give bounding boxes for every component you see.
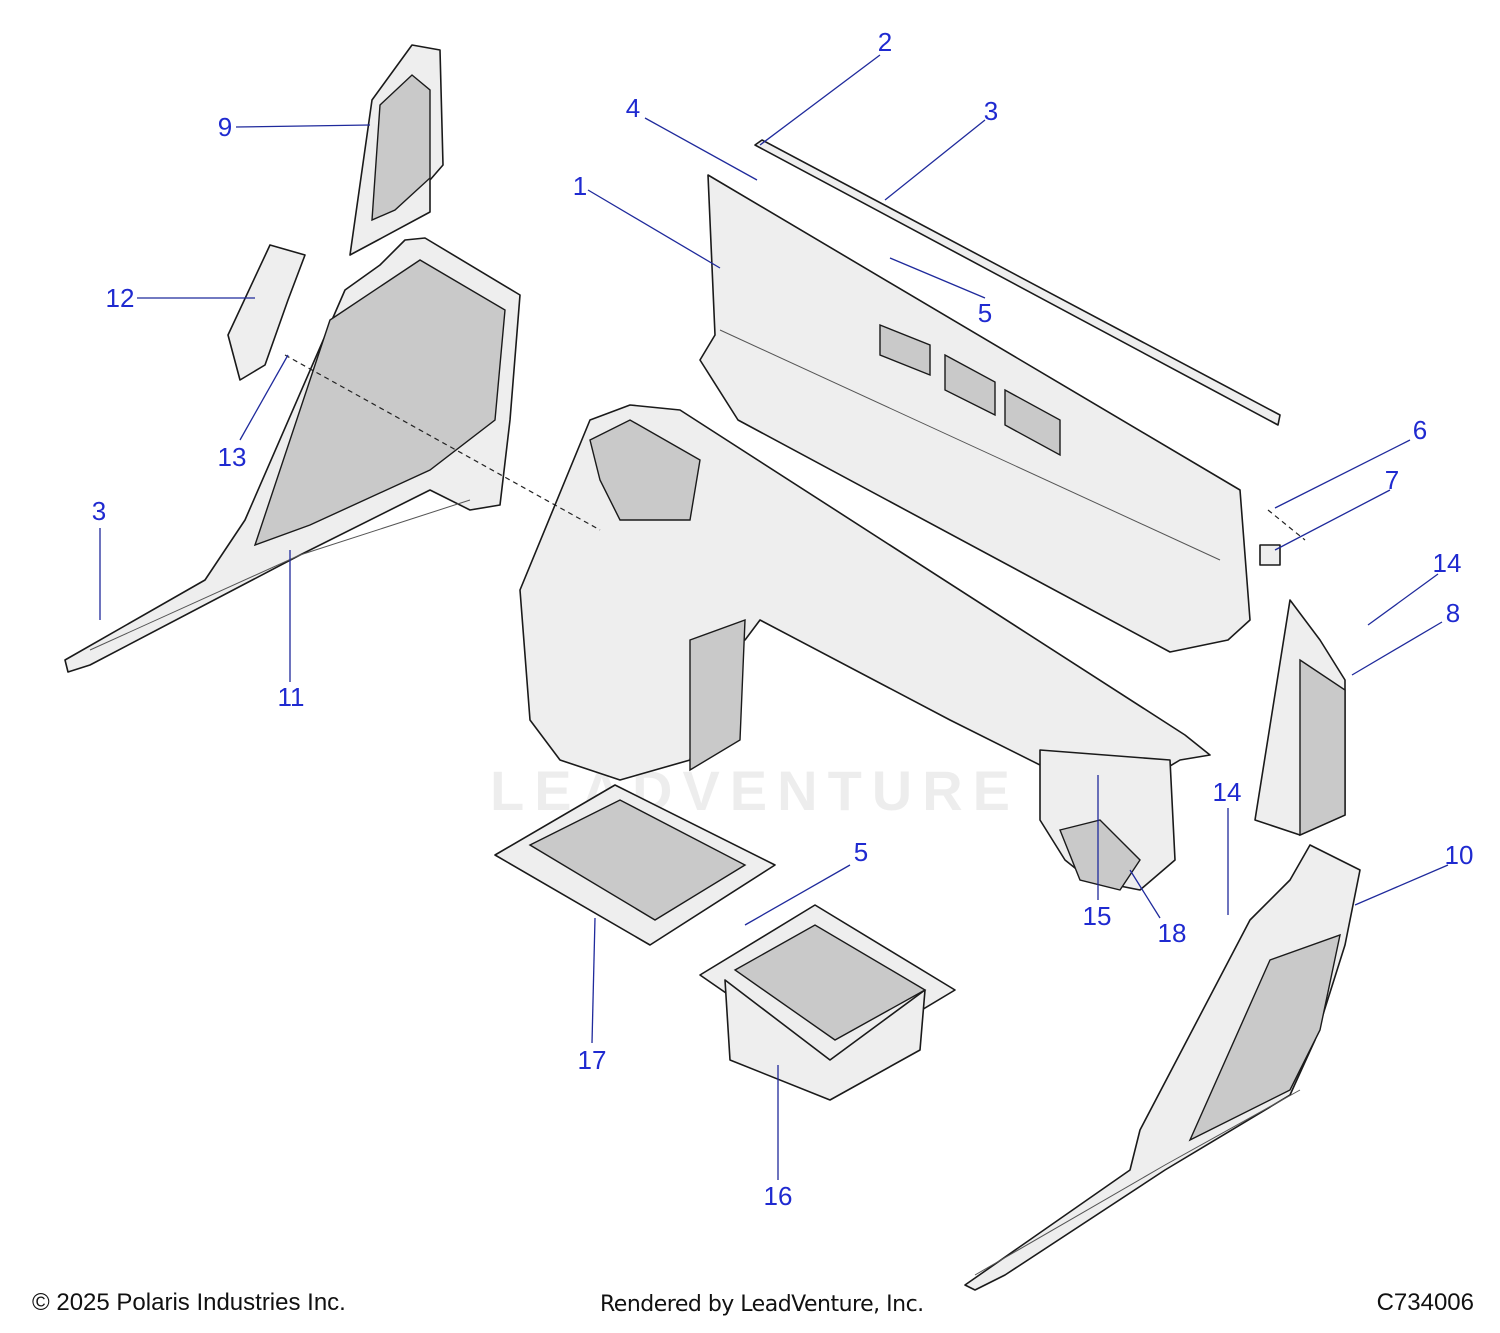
- part-8-panel[interactable]: [1254, 599, 1346, 837]
- leader-lines: [99, 54, 1449, 1180]
- part-12-bracket[interactable]: [227, 244, 306, 381]
- callout-17[interactable]: 17: [577, 1045, 607, 1075]
- callout-5-bottom[interactable]: 5: [853, 837, 869, 867]
- part-9-panel[interactable]: [349, 44, 444, 256]
- part-2-strip[interactable]: [754, 139, 1281, 426]
- part-17-tray[interactable]: [494, 784, 776, 946]
- callout-10[interactable]: 10: [1444, 840, 1474, 870]
- central-storage-tub[interactable]: [519, 404, 1211, 791]
- callout-12[interactable]: 12: [105, 283, 135, 313]
- callout-3-left[interactable]: 3: [91, 496, 107, 526]
- callout-6[interactable]: 6: [1412, 415, 1428, 445]
- callout-4[interactable]: 4: [625, 93, 641, 123]
- callout-8[interactable]: 8: [1445, 598, 1461, 628]
- part-16-bin[interactable]: [699, 904, 956, 1101]
- callout-9[interactable]: 9: [217, 112, 233, 142]
- part-1-back-panel[interactable]: [699, 174, 1251, 653]
- callout-5-top[interactable]: 5: [977, 298, 993, 328]
- rendered-by-text: Rendered by LeadVenture, Inc.: [600, 1292, 924, 1317]
- part-10-side-panel[interactable]: [964, 844, 1361, 1291]
- diagram-id: C734006: [1376, 1289, 1474, 1316]
- copyright-text: © 2025 Polaris Industries Inc.: [32, 1289, 346, 1316]
- callout-2[interactable]: 2: [877, 27, 893, 57]
- part-15-bracket[interactable]: [1039, 749, 1176, 891]
- callout-3-top[interactable]: 3: [983, 96, 999, 126]
- callout-1[interactable]: 1: [572, 171, 588, 201]
- callout-7[interactable]: 7: [1384, 465, 1400, 495]
- callout-18[interactable]: 18: [1157, 918, 1187, 948]
- part-11-side-panel[interactable]: [64, 237, 521, 673]
- callout-14-upper[interactable]: 14: [1432, 548, 1462, 578]
- part-7-clip[interactable]: [1259, 544, 1281, 566]
- callout-13[interactable]: 13: [217, 442, 247, 472]
- callout-15[interactable]: 15: [1082, 901, 1112, 931]
- callout-14-lower[interactable]: 14: [1212, 777, 1242, 807]
- callout-16[interactable]: 16: [763, 1181, 793, 1211]
- callout-11[interactable]: 11: [277, 682, 305, 712]
